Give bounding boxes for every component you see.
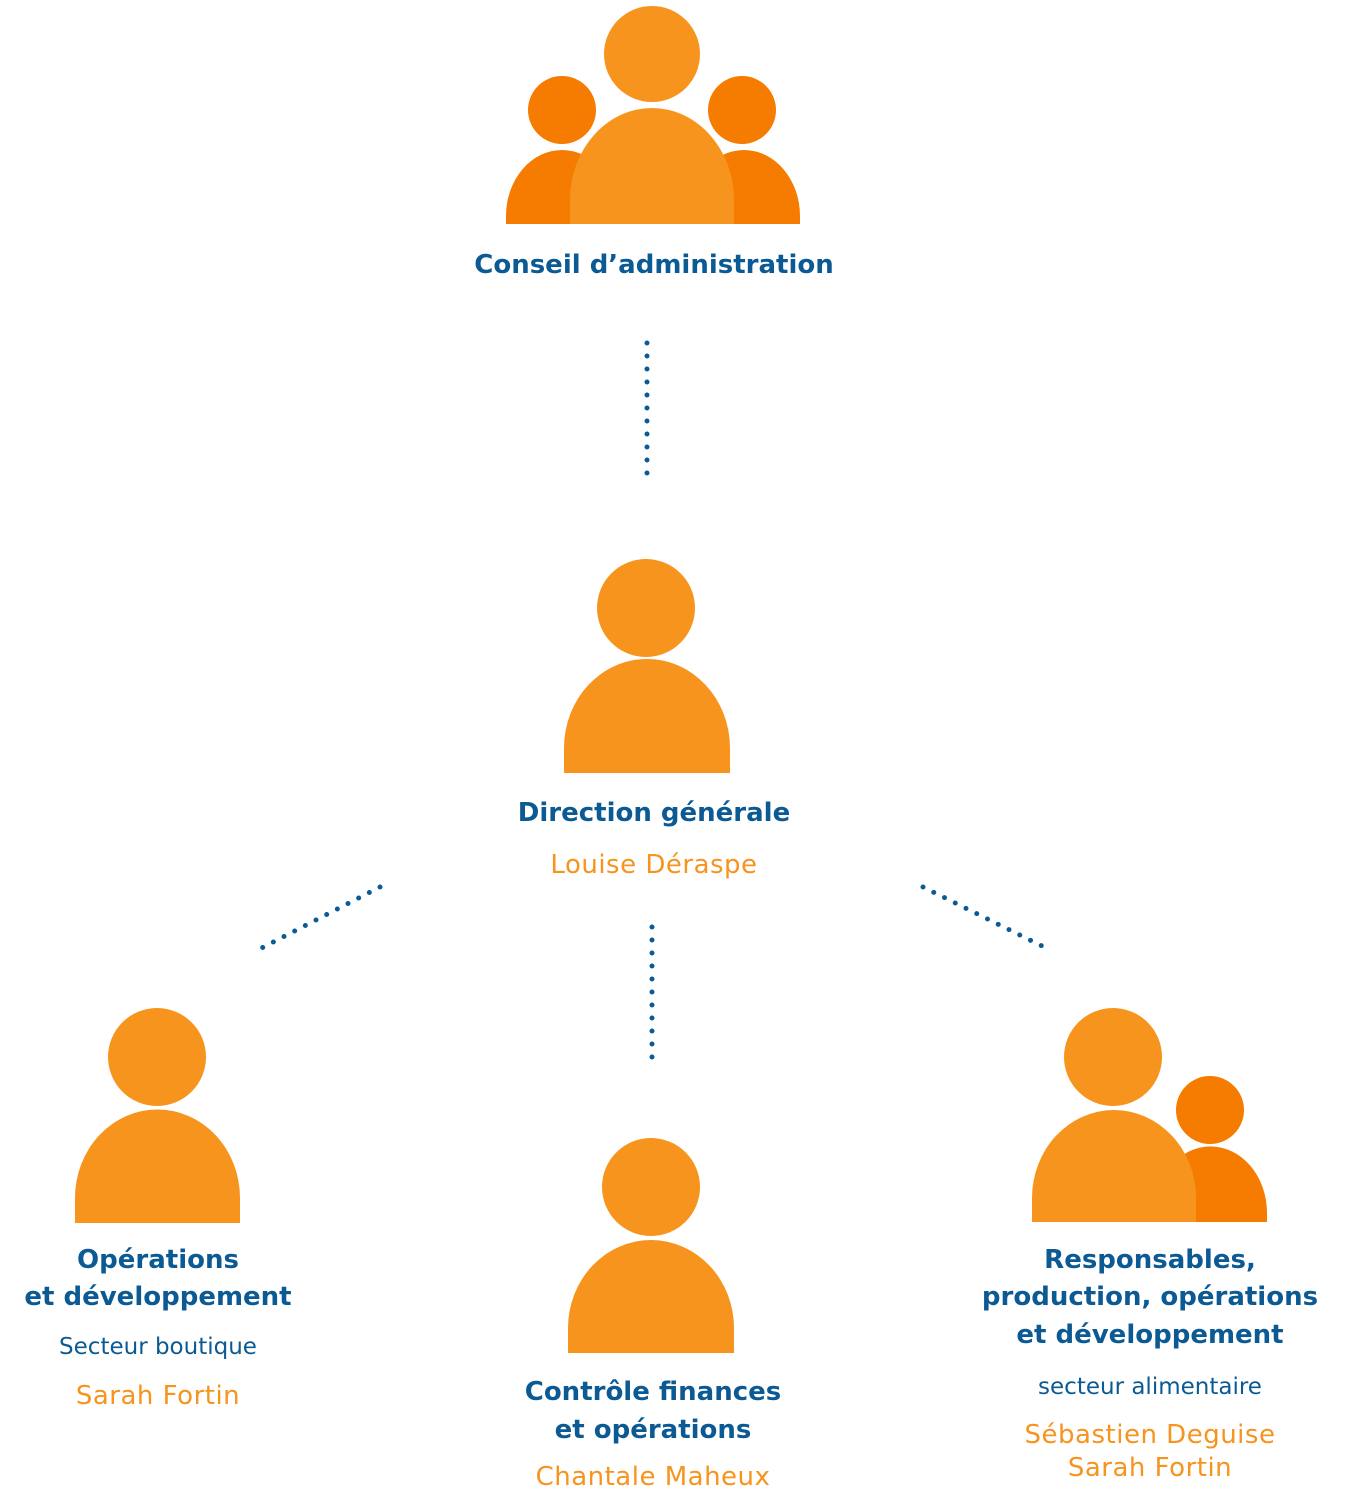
food-sector: secteur alimentaire	[1038, 1374, 1262, 1400]
finance-title-line2: et opérations	[554, 1415, 752, 1445]
group-of-three-people-icon	[506, 6, 800, 224]
operations-name: Sarah Fortin	[75, 1381, 241, 1411]
food-title-line2: production, opérations	[981, 1282, 1319, 1312]
operations-title-line2: et développement	[24, 1282, 292, 1312]
two-people-icon	[1032, 1008, 1267, 1222]
finance-title-line1: Contrôle finances	[524, 1377, 782, 1407]
board-title: Conseil d’administration	[474, 250, 834, 280]
food-title-line1: Responsables,	[1044, 1245, 1256, 1275]
operations-title-line1: Opérations	[77, 1245, 239, 1275]
operations-sector: Secteur boutique	[59, 1334, 257, 1360]
food-title-line3: et développement	[1016, 1320, 1284, 1350]
finance-name: Chantale Maheux	[535, 1462, 771, 1492]
direction-name: Louise Déraspe	[550, 850, 758, 880]
person-icon	[564, 559, 730, 773]
direction-title: Direction générale	[517, 798, 791, 828]
food-name-1: Sébastien Deguise	[1024, 1420, 1276, 1450]
connector-direction-to-operations	[251, 884, 383, 955]
food-name-2: Sarah Fortin	[1067, 1453, 1233, 1483]
connector-direction-to-food	[920, 884, 1053, 953]
person-icon	[568, 1138, 734, 1353]
person-icon	[75, 1008, 240, 1223]
